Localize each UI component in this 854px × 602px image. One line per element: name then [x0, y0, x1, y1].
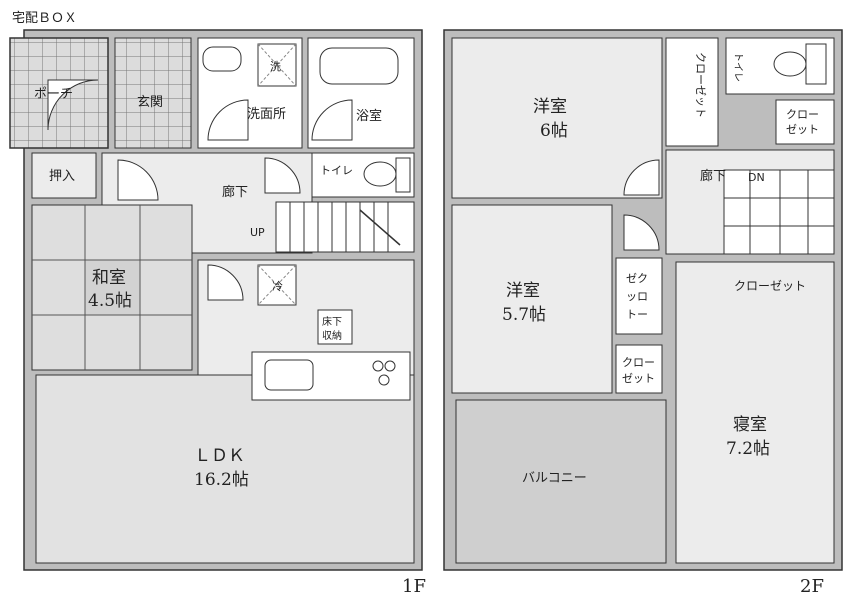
floor-2 — [443, 29, 843, 571]
underfloor-storage — [317, 309, 353, 345]
label-washroom: 洗面所 — [247, 107, 286, 122]
label-bedroom-size: 7.2帖 — [726, 439, 770, 459]
label-ldk-size: 16.2帖 — [194, 470, 249, 490]
label-oshiire: 押入 — [49, 169, 75, 184]
label-western-room-b: 洋室 — [506, 281, 540, 301]
label-underfloor-2: 収納 — [322, 329, 342, 342]
label-closet-a: クローゼット — [694, 52, 707, 118]
label-porch: ポーチ — [34, 87, 73, 102]
kitchen-counter — [251, 351, 411, 401]
label-floor-1: 1F — [402, 576, 426, 597]
label-closet-b-2: ゼット — [786, 123, 819, 136]
closet-2f-e — [615, 344, 663, 394]
label-closet-b-1: クロー — [786, 108, 819, 121]
label-stairs-down: DN — [748, 171, 765, 184]
label-closet-c-2: ッロ — [626, 290, 648, 303]
label-western-room-a-size: 6帖 — [540, 121, 568, 141]
label-washitsu-size: 4.5帖 — [88, 291, 132, 311]
label-closet-d: クローゼット — [734, 279, 806, 293]
label-closet-e-2: ゼット — [622, 372, 655, 385]
label-delivery-box: 宅配ＢＯＸ — [12, 11, 77, 26]
label-western-room-a: 洋室 — [533, 97, 567, 117]
label-bathroom: 浴室 — [356, 108, 382, 124]
label-hallway-1f: 廊下 — [222, 184, 248, 200]
western-room-6 — [451, 37, 663, 199]
label-floor-2: 2F — [800, 576, 824, 597]
label-balcony: バルコニー — [522, 471, 587, 486]
western-room-5-7 — [451, 204, 613, 394]
label-hallway-2f: 廊下 — [700, 168, 726, 184]
label-bedroom: 寝室 — [733, 414, 767, 435]
label-closet-c-1: ゼク — [626, 272, 648, 285]
label-toilet-2f: トイレ — [732, 52, 743, 82]
label-toilet-1f: トイレ — [320, 164, 353, 177]
label-fridge: 冷 — [272, 280, 283, 293]
oshiire-closet — [31, 152, 97, 199]
label-washer: 洗 — [270, 60, 281, 73]
label-ldk: ＬＤＫ — [194, 446, 245, 466]
washbasin — [202, 46, 242, 72]
closet-2f-a — [665, 37, 719, 147]
closet-2f-b — [775, 99, 835, 145]
label-stairs-up: UP — [250, 226, 265, 239]
entrance-area — [114, 37, 192, 149]
bedroom-7-2 — [675, 261, 835, 564]
stairs-2f — [723, 169, 835, 255]
label-closet-e-1: クロー — [622, 356, 655, 369]
floor-1 — [9, 29, 423, 571]
ldk-lower — [35, 374, 415, 564]
bathtub — [319, 47, 399, 85]
stairs-1f — [275, 201, 415, 253]
label-closet-c-3: トー — [626, 308, 648, 321]
washitsu-room — [31, 204, 193, 371]
balcony — [455, 399, 667, 564]
label-washitsu: 和室 — [92, 268, 126, 288]
closet-2f-c — [615, 257, 663, 335]
label-underfloor-1: 床下 — [322, 315, 342, 328]
label-western-room-b-size: 5.7帖 — [502, 305, 546, 325]
label-entrance: 玄関 — [137, 95, 163, 110]
